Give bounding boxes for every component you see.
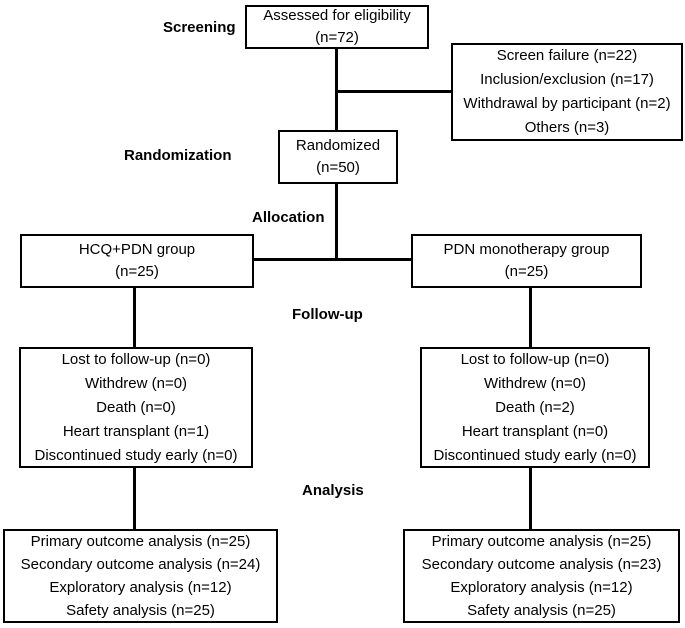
randomized-box: Randomized (n=50) [278,130,398,184]
stage-label-analysis: Analysis [302,482,364,499]
box-line: Withdrawal by participant (n=2) [463,95,671,112]
box-line: Randomized [295,137,381,154]
box-line: Safety analysis (n=25) [467,602,616,619]
connector-branch-to-exclusions [336,90,451,93]
box-line: Death (n=0) [96,398,176,416]
connector-right-followup-to-analysis [529,467,532,530]
box-line: Secondary outcome analysis (n=23) [421,556,662,573]
box-line: (n=25) [504,263,549,280]
analysis-right-box: Primary outcome analysis (n=25) Secondar… [403,529,680,623]
box-line: (n=25) [115,263,159,280]
box-line: Others (n=3) [524,119,610,136]
box-line: Assessed for eligibility [263,7,411,24]
box-line: Discontinued study early (n=0) [433,446,637,464]
box-line: Discontinued study early (n=0) [34,446,238,464]
box-line: Heart transplant (n=0) [461,422,609,440]
box-line: Inclusion/exclusion (n=17) [480,71,654,88]
eligibility-box: Assessed for eligibility (n=72) [245,5,429,49]
box-line: Screen failure (n=22) [496,47,638,64]
box-line: (n=72) [315,29,359,46]
box-line: Safety analysis (n=25) [66,602,215,619]
box-line: Withdrew (n=0) [84,374,188,392]
box-line: Lost to follow-up (n=0) [460,350,610,368]
stage-label-randomization: Randomization [124,147,232,164]
box-line: Death (n=2) [495,398,575,416]
followup-left-box: Lost to follow-up (n=0) Withdrew (n=0) D… [19,347,253,468]
stage-label-allocation: Allocation [252,209,325,226]
stage-label-followup: Follow-up [292,306,363,323]
exclusions-box: Screen failure (n=22) Inclusion/exclusio… [451,43,683,141]
box-line: Withdrew (n=0) [483,374,587,392]
analysis-left-box: Primary outcome analysis (n=25) Secondar… [3,529,278,623]
connector-left-group-to-followup [133,287,136,348]
followup-right-box: Lost to follow-up (n=0) Withdrew (n=0) D… [420,347,650,468]
box-line: Heart transplant (n=1) [62,422,210,440]
connector-left-followup-to-analysis [133,467,136,530]
box-line: PDN monotherapy group [443,241,610,258]
box-line: Exploratory analysis (n=12) [49,579,232,596]
box-line: Secondary outcome analysis (n=24) [20,556,261,573]
pdn-monotherapy-group-box: PDN monotherapy group (n=25) [411,234,642,288]
box-line: HCQ+PDN group [78,241,196,258]
box-line: Primary outcome analysis (n=25) [30,533,251,550]
box-line: Primary outcome analysis (n=25) [431,533,652,550]
stage-label-screening: Screening [163,19,236,36]
box-line: Lost to follow-up (n=0) [61,350,211,368]
box-line: (n=50) [316,159,360,176]
connector-allocation-split [252,258,412,261]
connector-right-group-to-followup [529,287,532,348]
box-line: Exploratory analysis (n=12) [450,579,633,596]
connector-randomized-to-allocation [335,183,338,261]
hcq-pdn-group-box: HCQ+PDN group (n=25) [20,234,254,288]
connector-eligibility-to-randomized [335,48,338,131]
